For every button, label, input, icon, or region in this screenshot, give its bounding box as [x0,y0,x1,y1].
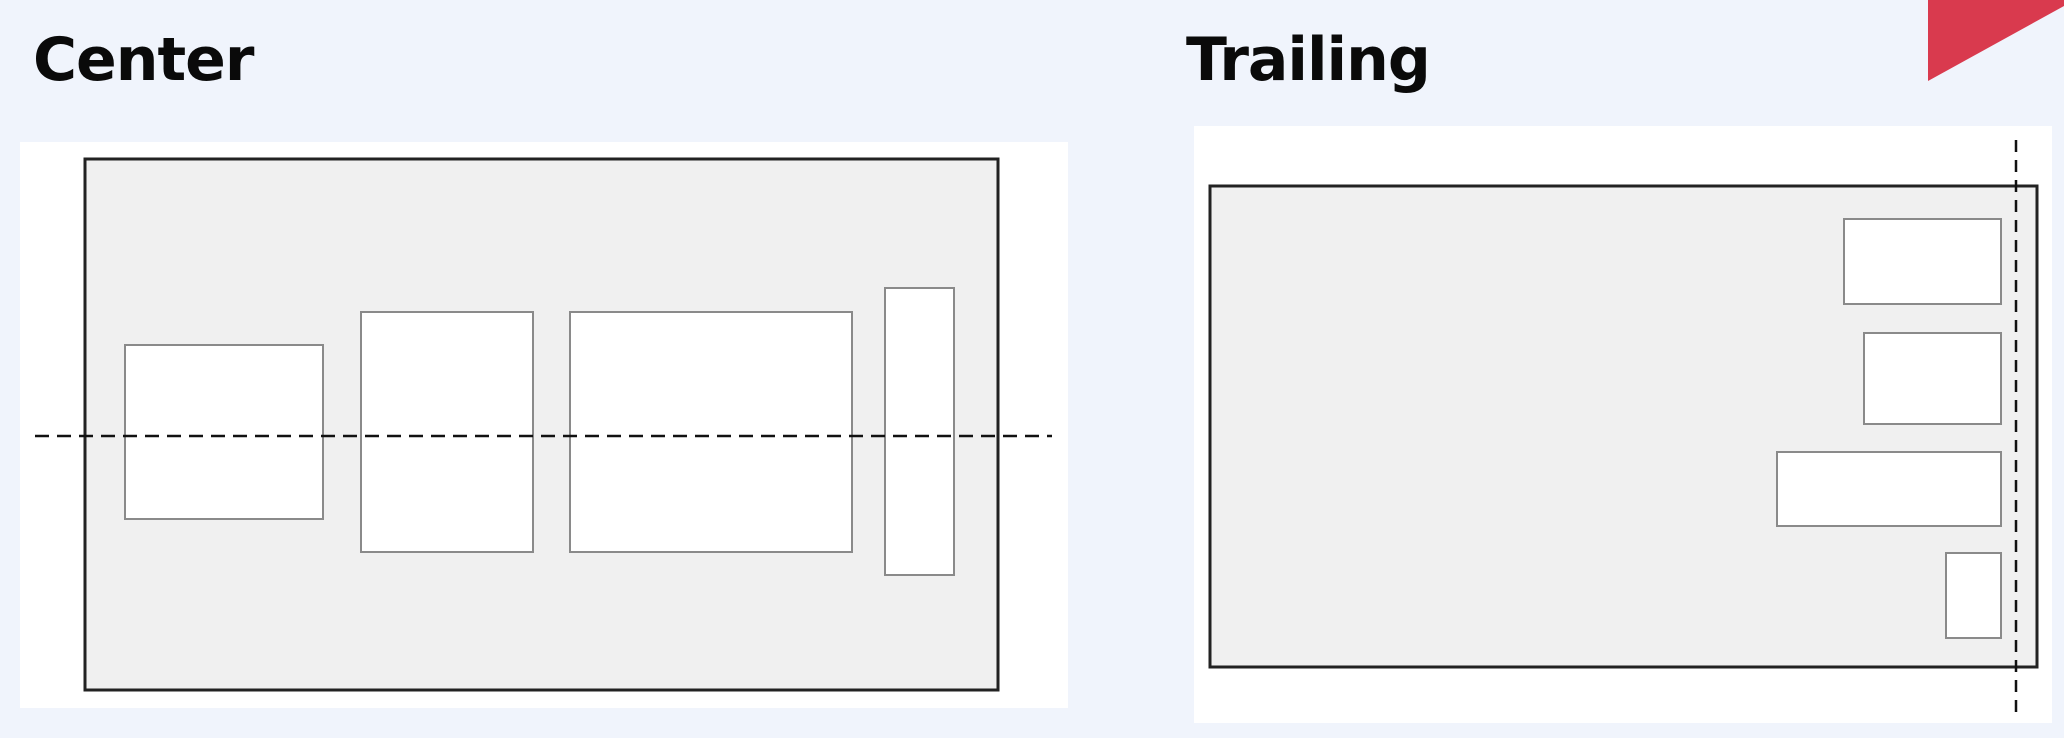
center-item-2 [360,311,534,553]
center-item-4 [884,287,955,576]
center-item-1 [124,344,324,520]
trailing-item-3 [1776,451,2002,527]
trailing-panel [1194,126,2052,723]
trailing-item-4 [1945,552,2002,639]
center-item-3 [569,311,853,553]
trailing-item-1 [1843,218,2002,305]
corner-flag-shape [1928,0,2064,81]
center-panel-title: Center [33,25,254,95]
trailing-item-2 [1863,332,2002,425]
trailing-panel-title: Trailing [1186,25,1431,95]
center-panel [20,142,1068,708]
